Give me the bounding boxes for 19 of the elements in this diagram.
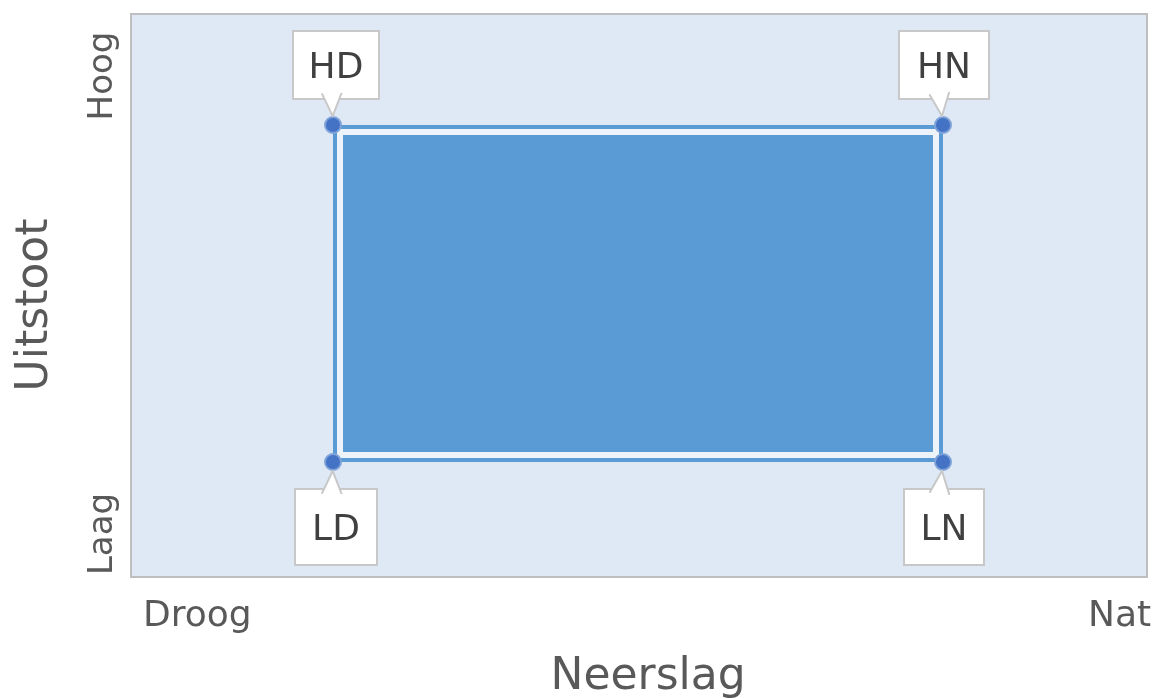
axis-label: Hoog [82, 31, 117, 121]
axis-label: Uitstoot [10, 218, 54, 392]
callout-label: LD [312, 506, 360, 548]
callout-box [292, 30, 380, 100]
callout-box [903, 488, 985, 566]
filled-rectangle [333, 125, 943, 462]
callout-box [294, 488, 378, 566]
callout-pointer [320, 470, 343, 496]
axis-label: Droog [143, 596, 252, 632]
callout-pointer [928, 469, 951, 496]
axis-label: Nat [1088, 596, 1152, 632]
callout-label: HD [308, 44, 364, 86]
callout-label: HN [917, 44, 971, 86]
callout-box [898, 30, 990, 100]
axis-label: Laag [83, 492, 118, 576]
callout-pointer [320, 91, 343, 117]
axis-label: Neerslag [550, 652, 746, 696]
callout-pointer [928, 91, 951, 118]
callout-label: LN [920, 506, 968, 548]
